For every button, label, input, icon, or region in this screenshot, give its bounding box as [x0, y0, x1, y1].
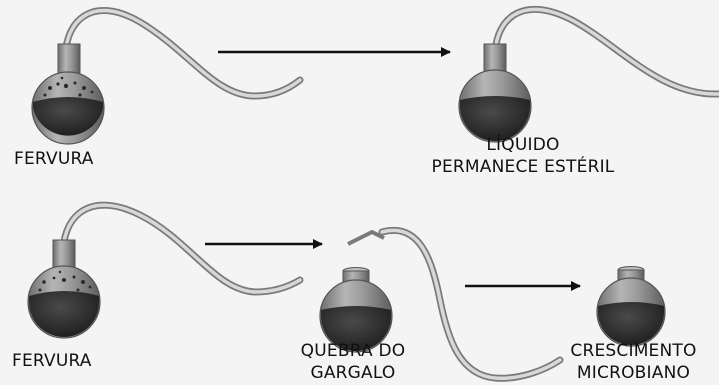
label-growth-line2: MICROBIANO: [576, 363, 691, 383]
boiling-bubbles: [38, 270, 92, 292]
flask-boiling-top: [31, 7, 304, 145]
label-break-neck: QUEBRA DO GARGALO: [278, 340, 428, 384]
label-microbial-growth: CRESCIMENTO MICROBIANO: [548, 340, 719, 384]
flask-microbial-growth: [596, 266, 666, 347]
swan-neck-tube: [491, 5, 719, 98]
liquid: [29, 291, 99, 337]
label-break-line1: QUEBRA DO: [300, 341, 406, 361]
swan-neck-tube: [59, 201, 304, 296]
flask-sterile: [458, 5, 719, 143]
label-growth-line1: CRESCIMENTO: [570, 341, 697, 361]
label-sterile-line1: LÍQUIDO: [486, 135, 560, 155]
liquid: [321, 306, 391, 351]
label-boiling-top: FERVURA: [14, 149, 94, 169]
flask-broken-neck: [319, 267, 393, 353]
label-sterile: LÍQUIDO PERMANECE ESTÉRIL: [388, 134, 658, 178]
boiling-bubbles: [43, 76, 94, 97]
label-sterile-line2: PERMANECE ESTÉRIL: [431, 157, 615, 177]
broken-neck-tube: [347, 226, 564, 382]
liquid: [598, 302, 664, 345]
flask-boiling-bottom: [27, 201, 304, 339]
label-break-line2: GARGALO: [310, 363, 396, 383]
liquid: [460, 96, 530, 141]
liquid: [33, 97, 103, 136]
label-boiling-bottom: FERVURA: [12, 351, 92, 371]
